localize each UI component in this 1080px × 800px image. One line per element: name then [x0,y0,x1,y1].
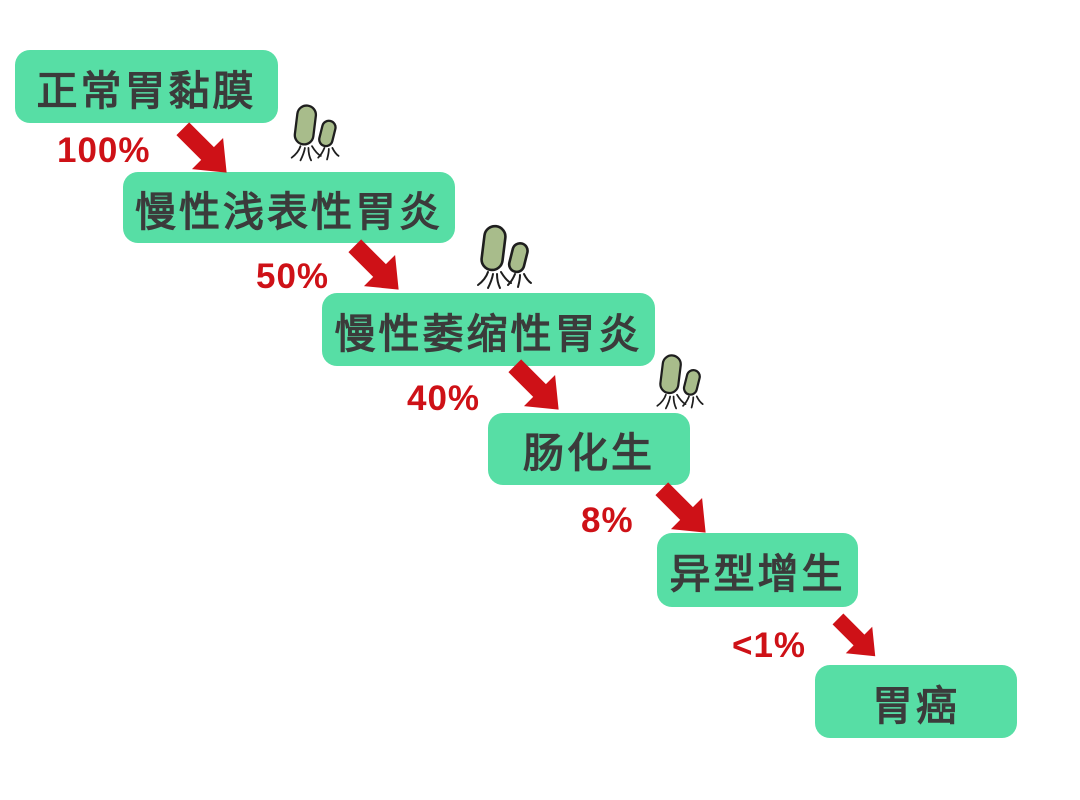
h-pylori-bacteria-icon-1 [290,103,340,162]
stage-label-dysplasia: 异型增生 [669,551,846,597]
stage-label-gastric-cancer: 胃癌 [872,682,960,729]
arrow-icon-5 [824,605,889,670]
stage-box-normal-gastric-mucosa: 正常胃黏膜 [15,50,278,123]
stage-box-gastric-cancer: 胃癌 [815,665,1017,738]
stage-label-chronic-atrophic-gastritis: 慢性萎缩性胃炎 [334,310,643,357]
stage-box-dysplasia: 异型增生 [657,533,858,607]
transition-rate-3: 40% [407,379,481,418]
transition-rate-4: 8% [581,501,634,540]
stage-box-chronic-atrophic-gastritis: 慢性萎缩性胃炎 [322,293,655,366]
transition-rate-2: 50% [256,257,330,296]
arrow-icon-4 [646,473,722,549]
stage-label-intestinal-metaplasia: 肠化生 [523,430,655,476]
h-pylori-bacteria-icon-2 [476,223,533,290]
transition-rate-5: <1% [732,626,807,665]
stage-box-chronic-superficial-gastritis: 慢性浅表性胃炎 [123,172,455,243]
h-pylori-bacteria-icon-3 [656,353,704,410]
stage-box-intestinal-metaplasia: 肠化生 [488,413,690,485]
stage-label-chronic-superficial-gastritis: 慢性浅表性胃炎 [135,188,443,235]
arrow-icon-1 [167,113,243,189]
arrow-icon-3 [499,350,575,426]
arrow-icon-2 [339,230,415,306]
transition-rate-1: 100% [57,131,151,170]
stage-label-normal-gastric-mucosa: 正常胃黏膜 [36,67,257,114]
